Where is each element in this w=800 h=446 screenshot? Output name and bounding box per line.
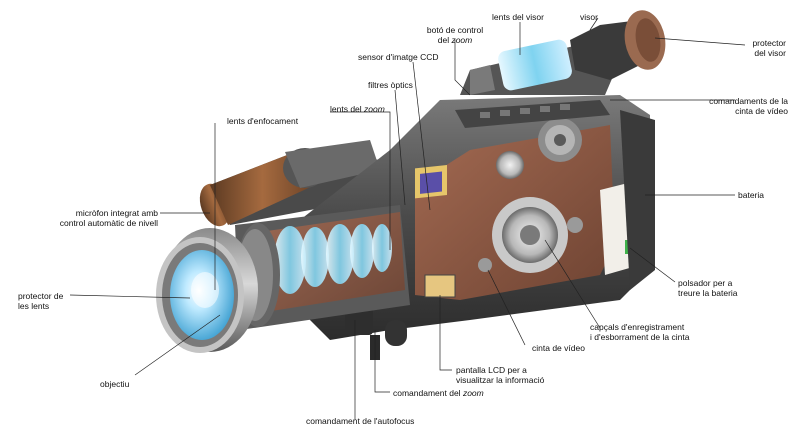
leader-lines [69, 17, 746, 420]
label-autofocus-command: comandament de l'autofocus [306, 416, 415, 426]
viewfinder [460, 10, 666, 95]
label-battery: bateria [738, 190, 764, 200]
microphone-handle [199, 140, 390, 227]
lens-assembly [156, 205, 410, 353]
label-viewfinder: visor [580, 12, 598, 22]
label-zoom-lenses: lents del zoom [330, 104, 385, 114]
label-objective: objectiu [100, 379, 130, 389]
label-ccd-sensor: sensor d'imatge CCD [358, 52, 439, 62]
label-optical-filters: filtres òptics [368, 80, 413, 90]
label-viewfinder-lenses: lents del visor [492, 12, 544, 22]
label-video-tape: cinta de vídeo [532, 343, 585, 353]
label-focus-lenses: lents d'enfocament [227, 116, 299, 126]
label-zoom-command: comandament del zoom [393, 388, 484, 398]
